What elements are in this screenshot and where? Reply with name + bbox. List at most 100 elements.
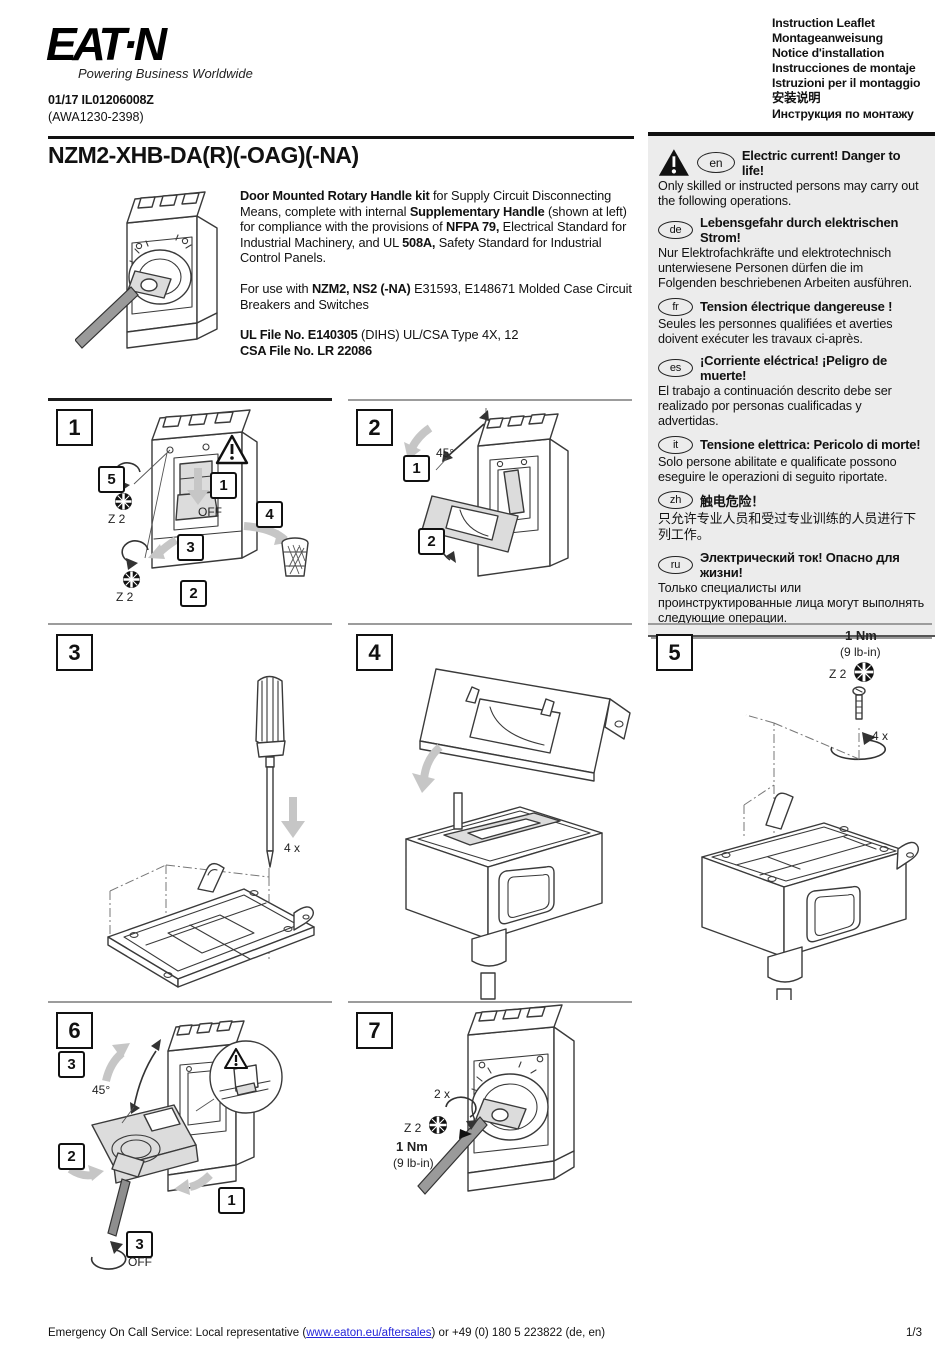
warning-header-en: en Electric current! Danger to life! <box>658 148 925 178</box>
pozidriv-icon <box>114 492 133 511</box>
warning-body-it: Solo persone abilitate e qualificate pos… <box>658 454 897 484</box>
angle-label: 45° <box>436 446 455 460</box>
lang-title-de: Montageanweisung <box>772 31 883 46</box>
lang-pill-fr: fr <box>658 297 693 316</box>
step-4-number: 4 <box>356 634 393 671</box>
step-3-diagram <box>107 675 315 988</box>
callout-3b: 3 <box>126 1231 153 1258</box>
step-5-number: 5 <box>656 634 693 671</box>
lang-pill-de: de <box>658 220 693 239</box>
lang-title-es: Instrucciones de montaje <box>772 61 916 76</box>
torque-alt-label: (9 lb-in) <box>840 645 881 659</box>
divider <box>648 623 932 625</box>
warning-body-en: Only skilled or instructed persons may c… <box>658 178 919 208</box>
step-7: 7 2 x Z 2 1 Nm (9 lb-in) <box>348 1003 632 1290</box>
title-rule <box>48 136 634 139</box>
pozidriv-icon <box>853 661 875 683</box>
torque-label: 1 Nm <box>845 628 877 643</box>
step-6-diagram <box>67 1020 283 1270</box>
lang-pill-en: en <box>696 152 735 173</box>
screw-type-label: Z 2 <box>829 667 847 681</box>
warning-header-es: es ¡Corriente eléctrica! ¡Peligro de mue… <box>658 353 925 383</box>
step-6: 6 <box>48 1003 332 1290</box>
warning-body-fr: Seules les personnes qualifiées et avert… <box>658 316 893 346</box>
safety-warning-box: en Electric current! Danger to life! Onl… <box>648 135 935 637</box>
desc-text: (DIHS) UL/CSA Type 4X, 12 <box>357 327 519 343</box>
lang-title-it: Istruzioni per il montaggio <box>772 76 921 91</box>
off-label: OFF <box>198 505 222 519</box>
desc-text: Safety Standard for Industrial Control P… <box>240 234 602 266</box>
lang-pill-zh: zh <box>658 491 693 510</box>
warning-header-de: de Lebensgefahr durch elektrischen Strom… <box>658 215 925 245</box>
footer-service-line: Emergency On Call Service: Local represe… <box>48 1327 605 1339</box>
warning-title-de: Lebensgefahr durch elektrischen Strom! <box>700 214 899 245</box>
warning-header-it: it Tensione elettrica: Pericolo di morte… <box>658 435 925 454</box>
warning-triangle-icon <box>658 149 689 176</box>
quantity-label: 4 x <box>872 729 889 743</box>
pozidriv-icon <box>428 1115 448 1135</box>
callout-5: 5 <box>98 466 125 493</box>
warning-title-en: Electric current! Danger to life! <box>741 147 901 178</box>
desc-text: (shown at left) for compliance with the … <box>240 203 627 235</box>
language-title-list: Instruction Leaflet Montageanweisung Not… <box>772 16 921 122</box>
desc-bold-csa-file: CSA File No. LR 22086 <box>240 342 372 358</box>
screw-type-label: Z 2 <box>108 512 126 526</box>
step-4: 4 <box>348 625 632 1000</box>
torque-label: 1 Nm <box>396 1139 428 1154</box>
callout-3: 3 <box>58 1051 85 1078</box>
product-description: Door Mounted Rotary Handle kit for Suppl… <box>240 188 632 373</box>
document-number: 01/17 IL01206008Z <box>48 93 154 107</box>
desc-text: E31593, E148671 Molded Case Circuit Brea… <box>240 280 632 312</box>
callout-3: 3 <box>177 534 204 561</box>
desc-bold-508a: 508A, <box>402 234 436 250</box>
desc-bold-kit: Door Mounted Rotary Handle kit <box>240 188 430 203</box>
step-7-number: 7 <box>356 1012 393 1049</box>
divider <box>48 623 332 625</box>
divider <box>48 398 332 401</box>
step-2-diagram <box>404 408 569 577</box>
off-label: OFF <box>128 1255 152 1269</box>
warning-header-fr: fr Tension électrique dangereuse ! <box>658 297 925 316</box>
step-2: 2 1 2 45° <box>348 400 632 618</box>
desc-text: Electrical Standard for Industrial Machi… <box>240 219 627 250</box>
warning-title-fr: Tension électrique dangereuse ! <box>700 299 893 315</box>
lang-title-fr: Notice d'installation <box>772 46 885 61</box>
callout-1: 1 <box>218 1187 245 1214</box>
step-2-number: 2 <box>356 409 393 446</box>
footer-text: ) or +49 (0) 180 5 223822 (de, en) <box>431 1327 606 1339</box>
desc-bold-ul-file: UL File No. E140305 <box>240 327 358 343</box>
aftersales-link[interactable]: www.eaton.eu/aftersales <box>306 1327 432 1339</box>
desc-text: for Supply Circuit Disconnecting Means, … <box>240 188 612 219</box>
callout-1: 1 <box>210 472 237 499</box>
lang-pill-es: es <box>658 358 693 377</box>
divider <box>348 1001 632 1003</box>
description-paragraph-2: For use with NZM2, NS2 (-NA) E31593, E14… <box>240 281 632 312</box>
warning-body-ru: Только специалисты или проинструктирован… <box>658 580 925 626</box>
warning-body-zh: 只允许专业人员和受过专业训练的人员进行下列工作。 <box>658 510 917 543</box>
eaton-logo: EAT·N <box>46 20 236 68</box>
quantity-label: 2 x <box>434 1087 451 1101</box>
warning-title-zh: 触电危险！ <box>700 493 765 509</box>
warning-title-ru: Электрический ток! Опасно для жизни! <box>700 549 900 580</box>
angle-label: 45° <box>92 1083 111 1097</box>
desc-text: For use with <box>240 280 312 296</box>
warning-body-de: Nur Elektrofachkräfte und elektrotechnis… <box>658 245 913 291</box>
desc-bold-nfpa: NFPA 79, <box>446 219 500 235</box>
screw-type-label: Z 2 <box>116 590 134 604</box>
quantity-label: 4 x <box>284 841 301 855</box>
screw-type-label: Z 2 <box>404 1121 422 1135</box>
divider <box>348 399 632 401</box>
eaton-logo-icon: EAT·N <box>46 20 172 68</box>
lang-title-en: Instruction Leaflet <box>772 16 875 30</box>
document-number-alt: (AWA1230-2398) <box>48 110 144 124</box>
divider <box>348 623 632 625</box>
page-title: NZM2-XHB-DA(R)(-OAG)(-NA) <box>48 142 359 168</box>
divider <box>48 1001 332 1003</box>
warning-top-rule <box>648 132 935 136</box>
callout-1: 1 <box>403 455 430 482</box>
lang-pill-ru: ru <box>658 555 693 574</box>
footer-text: Emergency On Call Service: Local represe… <box>48 1327 307 1339</box>
product-illustration <box>75 191 218 349</box>
callout-2: 2 <box>418 528 445 555</box>
